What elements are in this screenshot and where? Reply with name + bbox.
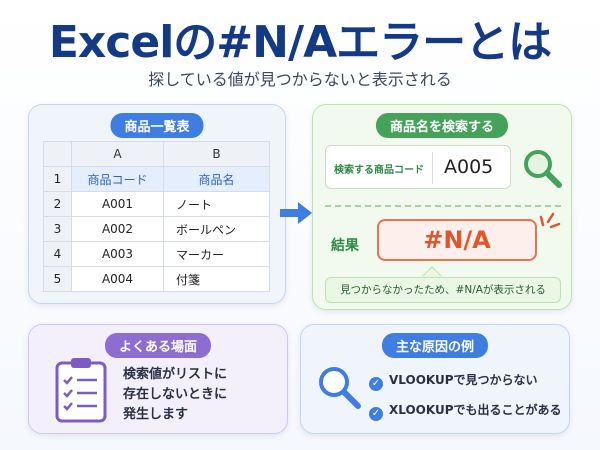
table-row: 5 A004 付箋 — [43, 266, 270, 292]
scene-line: 検索値がリストに — [123, 367, 228, 382]
row-number[interactable]: 5 — [43, 266, 72, 292]
cell-b[interactable]: ノート — [163, 191, 270, 217]
column-a-header[interactable]: A — [71, 141, 164, 167]
main-causes-card: 主な原因の例 ✓ VLOOKUPで見つからない ✓ XLOOKUPでも出ることがある — [300, 324, 570, 434]
table-row: 1 商品コード 商品名 — [43, 166, 270, 192]
cause-text: XLOOKUPでも出ることがある — [389, 403, 562, 417]
product-list-card: 商品一覧表 A B 1 商品コード 商品名 2 A001 ノート 3 A002 … — [28, 104, 286, 304]
table-row: 4 A003 マーカー — [43, 241, 270, 267]
cell-a[interactable]: A003 — [71, 241, 164, 267]
search-field-value[interactable]: A005 — [444, 156, 494, 178]
column-header-row: A B — [43, 141, 270, 167]
common-scenes-card: よくある場面 検索値がリストに 存在しないときに 発生します — [28, 324, 288, 434]
row-number[interactable]: 3 — [43, 216, 72, 242]
cell-a[interactable]: A004 — [71, 266, 164, 292]
check-circle-icon: ✓ — [369, 407, 383, 421]
section-divider — [325, 205, 561, 207]
search-card-label: 商品名を検索する — [375, 113, 509, 138]
cell-b[interactable]: マーカー — [163, 241, 270, 267]
scene-line: 発生します — [123, 407, 189, 422]
product-table: A B 1 商品コード 商品名 2 A001 ノート 3 A002 ボールペン … — [43, 141, 270, 292]
result-error-box: #N/A — [377, 219, 537, 261]
alert-spark-icon — [539, 212, 561, 229]
product-list-label: 商品一覧表 — [110, 113, 204, 138]
magnifier-icon — [319, 367, 361, 409]
search-card: 商品名を検索する 検索する商品コード A005 結果 #N/A 見つからなかった… — [312, 104, 572, 310]
cell-a[interactable]: A002 — [71, 216, 164, 242]
main-causes-label: 主な原因の例 — [381, 333, 489, 358]
scene-description: 検索値がリストに 存在しないときに 発生します — [123, 365, 227, 425]
cell-b[interactable]: 商品名 — [163, 166, 270, 192]
search-field-label: 検索する商品コード — [334, 165, 424, 176]
search-field-divider — [432, 152, 433, 184]
cell-b[interactable]: ボールペン — [163, 216, 270, 242]
cell-a[interactable]: 商品コード — [71, 166, 164, 192]
search-field[interactable]: 検索する商品コード A005 — [325, 145, 511, 189]
cause-text: VLOOKUPで見つからない — [389, 373, 538, 387]
page-title: Excelの#N/Aエラーとは — [48, 17, 552, 68]
cause-item: ✓ XLOOKUPでも出ることがある — [369, 401, 562, 421]
table-row: 2 A001 ノート — [43, 191, 270, 217]
result-note: 見つからなかったため、#N/Aが表示される — [325, 277, 561, 303]
cell-a[interactable]: A001 — [71, 191, 164, 217]
clipboard-checklist-icon — [55, 358, 107, 423]
row-number[interactable]: 2 — [43, 191, 72, 217]
magnifier-icon — [524, 150, 562, 188]
arrow-right-icon — [280, 202, 312, 224]
row-number[interactable]: 1 — [43, 166, 72, 192]
cell-b[interactable]: 付箋 — [163, 266, 270, 292]
corner-cell — [43, 141, 72, 167]
row-number[interactable]: 4 — [43, 241, 72, 267]
cause-item: ✓ VLOOKUPで見つからない — [369, 371, 538, 391]
table-row: 3 A002 ボールペン — [43, 216, 270, 242]
result-label: 結果 — [331, 238, 359, 254]
check-circle-icon: ✓ — [369, 377, 383, 391]
common-scenes-label: よくある場面 — [104, 333, 212, 358]
column-b-header[interactable]: B — [163, 141, 270, 167]
page-subtitle: 探している値が見つからないと表示される — [148, 70, 452, 89]
scene-line: 存在しないときに — [123, 387, 228, 402]
